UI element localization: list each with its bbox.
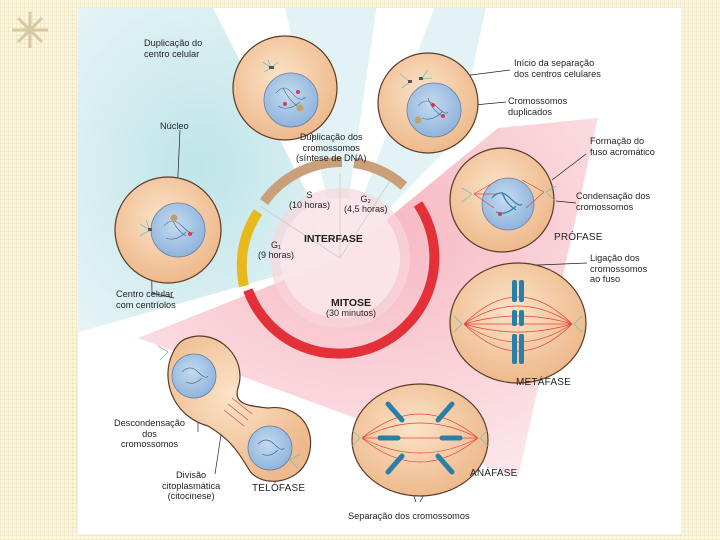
slide-corner-ornament <box>0 0 60 60</box>
ring-g2-phase: G₂ (4,5 horas) <box>344 194 388 214</box>
cell-telophase <box>157 335 312 482</box>
cell-cycle-diagram <box>78 8 598 503</box>
anaphase-chromosomes-icon <box>377 401 463 475</box>
ring-mitosis: MITOSE (30 minutos) <box>326 298 376 318</box>
ring-g1-phase: G₁ (9 horas) <box>258 240 294 260</box>
s-phase-arc <box>259 157 343 206</box>
s-phase-name: S <box>306 190 313 200</box>
ring-interphase-label: INTERFASE <box>304 233 363 245</box>
g1-phase-name: G₁ <box>270 240 282 250</box>
mitosis-duration: (30 minutos) <box>326 308 377 318</box>
cell-anaphase <box>351 383 489 497</box>
label-metaphase: METÁFASE <box>516 377 571 388</box>
cell-prophase <box>449 147 557 253</box>
s-phase-duration: (10 horas) <box>289 200 331 210</box>
cell-metaphase <box>449 262 587 384</box>
ring-s-phase: S (10 horas) <box>289 190 330 210</box>
g1-phase-duration: (9 horas) <box>258 250 295 260</box>
mitosis-arc <box>243 201 440 359</box>
cell-interphase-g1 <box>114 176 222 284</box>
g2-phase-name: G₂ <box>360 194 372 204</box>
metaphase-chromosomes-icon <box>512 280 524 364</box>
label-nucleus: Núcleo <box>160 121 189 131</box>
label-prophase: PRÓFASE <box>554 232 603 243</box>
cell-centrosome-duplication <box>232 35 338 141</box>
mitosis-name: MITOSE <box>330 297 372 309</box>
cell-centrosome-separation <box>377 52 479 154</box>
label-chromosome-separation: Separação dos cromossomos <box>348 511 470 521</box>
label-anaphase: ANÁFASE <box>470 468 518 479</box>
g1-phase-arc <box>236 209 263 288</box>
g2-phase-arc <box>353 158 408 190</box>
g2-phase-duration: (4,5 horas) <box>344 204 388 214</box>
label-telophase: TELÓFASE <box>252 483 306 494</box>
